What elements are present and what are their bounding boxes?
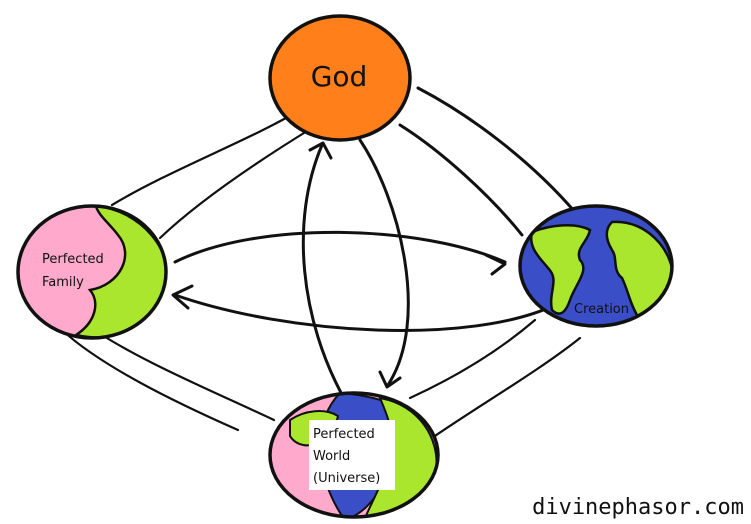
arrow-world-to-god xyxy=(301,143,347,402)
world-label-line2: World xyxy=(313,449,350,464)
god-circle xyxy=(268,14,412,142)
line-family-world-outer xyxy=(60,328,240,432)
god-node: God xyxy=(268,14,412,142)
line-creation-world-inner xyxy=(408,318,537,400)
connector-lines xyxy=(60,86,582,440)
arrowhead-god-to-world xyxy=(378,370,402,389)
world-circle-outline xyxy=(268,391,440,519)
line-god-family-outer xyxy=(110,108,302,207)
line-creation-world-outer xyxy=(430,336,582,440)
arrow-god-to-world xyxy=(358,138,410,387)
arrow-family-to-creation xyxy=(173,230,507,264)
arrowhead-creation-to-family xyxy=(171,284,194,310)
line-god-creation-inner xyxy=(398,123,524,237)
arrowhead-world-to-god xyxy=(308,141,333,160)
line-god-creation-outer xyxy=(416,86,577,214)
family-label-line2: Family xyxy=(42,275,84,290)
creation-landmass-west xyxy=(529,224,592,315)
family-circle-outline xyxy=(16,204,168,340)
creation-landmass-east xyxy=(605,220,672,322)
creation-node: Creation xyxy=(518,204,674,328)
family-label-line1: Perfected xyxy=(42,252,104,267)
line-god-family-inner xyxy=(158,126,314,240)
creation-circle-outline xyxy=(518,204,674,328)
creation-label: Creation xyxy=(574,302,629,317)
world-label-line3: (Universe) xyxy=(313,471,380,486)
god-label: God xyxy=(311,60,368,93)
world-label-box xyxy=(309,420,395,490)
watermark-text: divinephasor.com xyxy=(532,495,744,520)
world-node: Perfected World (Universe) xyxy=(268,391,440,519)
world-label-line1: Perfected xyxy=(313,427,375,442)
arrows xyxy=(171,138,557,402)
arrowhead-family-to-creation xyxy=(484,253,507,276)
arrow-creation-to-family xyxy=(173,293,557,332)
family-node: Perfected Family xyxy=(16,204,168,340)
line-family-world-inner xyxy=(100,333,276,422)
